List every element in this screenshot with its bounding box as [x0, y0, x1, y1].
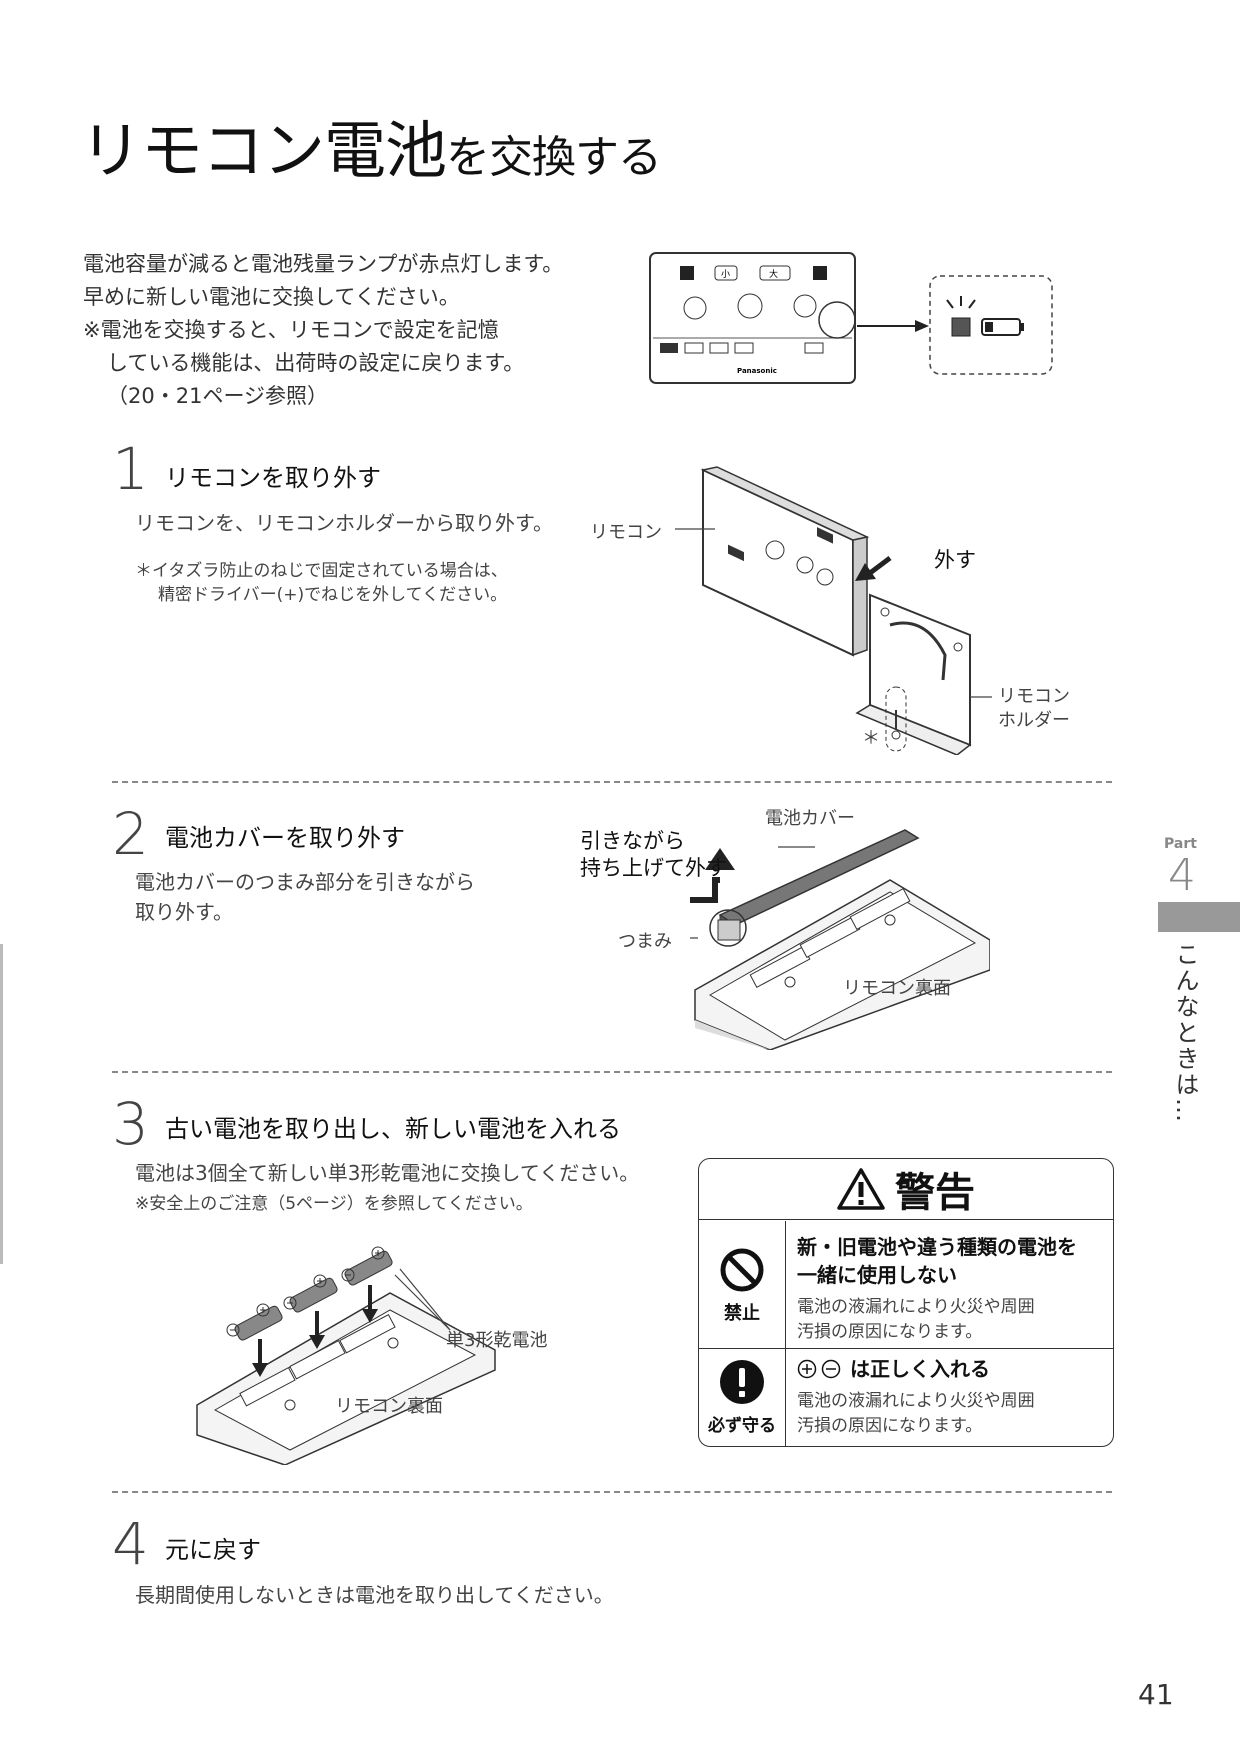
title-sub: を交換する	[446, 132, 662, 183]
warning-row-text-line: 汚損の原因になります。	[797, 1322, 983, 1342]
label-cover: 電池カバー	[765, 808, 855, 829]
label-holder: リモコン	[998, 686, 1070, 707]
warning-row-heading: 新・旧電池や違う種類の電池を	[797, 1235, 1077, 1259]
warning-header: 警告	[699, 1159, 1113, 1220]
warning-icon-cell: 禁止	[699, 1221, 786, 1348]
warning-row: 禁止 新・旧電池や違う種類の電池を 一緒に使用しない 電池の液漏れにより火災や周…	[699, 1221, 1113, 1349]
label-battery: 単3形乾電池	[446, 1330, 548, 1351]
prohibited-icon	[720, 1248, 764, 1292]
section-title: こんなときは…	[1171, 942, 1199, 1124]
step-heading: 古い電池を取り出し、新しい電池を入れる	[165, 1115, 621, 1143]
label-pull: 引きながら	[580, 829, 685, 853]
intro-line: （20・21ページ参照）	[107, 384, 329, 408]
warning-row-text-line: 電池の液漏れにより火災や周囲	[797, 1297, 1035, 1317]
part-number: 4	[1168, 850, 1196, 901]
label-knob: つまみ	[618, 931, 672, 952]
warning-row-text: は正しく入れる 電池の液漏れにより火災や周囲 汚損の原因になります。	[797, 1355, 1035, 1439]
step-body: 電池は3個全て新しい単3形乾電池に交換してください。	[135, 1161, 640, 1185]
label-remote: リモコン	[590, 522, 662, 543]
battery-cover-illustration	[690, 829, 990, 1050]
step-number: 4	[112, 1510, 149, 1578]
remote-panel-illustration: 小 大 Panasonic	[649, 252, 1053, 384]
warning-title: 警告	[895, 1170, 975, 1216]
page-number: 41	[1138, 1678, 1174, 1711]
warning-row: 必ず守る は正しく入れる 電池の液漏れにより火災や周囲 汚損の原因になります。	[699, 1349, 1113, 1446]
label-pull: 持ち上げて外す	[580, 856, 727, 880]
intro-line: ※電池を交換すると、リモコンで設定を記憶	[83, 318, 499, 342]
divider	[112, 1491, 1112, 1493]
label-remote-back: リモコン裏面	[335, 1396, 443, 1417]
step-body: 電池カバーのつまみ部分を引きながら	[135, 870, 475, 894]
mandatory-label: 必ず守る	[708, 1416, 776, 1436]
part-label: Part	[1164, 836, 1197, 852]
warning-box: 警告 禁止 新・旧電池や違う種類の電池を 一緒に使用しない 電池の液漏れにより火…	[698, 1158, 1114, 1447]
remote-large-label: 大	[769, 268, 778, 280]
warning-row-heading: は正しく入れる	[797, 1355, 1035, 1383]
part-tab-bar	[1158, 902, 1240, 932]
step-note: ※安全上のご注意（5ページ）を参照してください。	[135, 1194, 533, 1214]
label-remove: 外す	[934, 548, 976, 572]
intro-text: 電池容量が減ると電池残量ランプが赤点灯します。 早めに新しい電池に交換してくださ…	[83, 248, 563, 413]
warning-row-text-line: 汚損の原因になります。	[797, 1416, 983, 1436]
step-note: ＊イタズラ防止のねじで固定されている場合は、	[135, 561, 508, 581]
remote-removal-illustration	[675, 466, 992, 755]
label-remote-back: リモコン裏面	[843, 978, 951, 999]
intro-line: 早めに新しい電池に交換してください。	[83, 285, 460, 309]
step-heading: 元に戻す	[165, 1536, 261, 1564]
step-body: 長期間使用しないときは電池を取り出してください。	[135, 1583, 614, 1607]
step-number: 3	[112, 1090, 149, 1158]
warning-row-heading-text: は正しく入れる	[849, 1357, 990, 1381]
step-number: 2	[112, 800, 149, 868]
left-edge-bar	[0, 944, 3, 1264]
mandatory-icon	[720, 1360, 764, 1404]
warning-triangle-icon	[837, 1168, 885, 1210]
step-number: 1	[112, 435, 149, 503]
remote-small-label: 小	[721, 269, 730, 280]
remote-brand: Panasonic	[737, 367, 777, 375]
warning-row-text-line: 電池の液漏れにより火災や周囲	[797, 1391, 1035, 1411]
step-heading: リモコンを取り外す	[165, 464, 381, 492]
page-title: リモコン電池を交換する	[80, 100, 662, 190]
warning-row-text: 新・旧電池や違う種類の電池を 一緒に使用しない 電池の液漏れにより火災や周囲 汚…	[797, 1233, 1077, 1345]
divider	[112, 781, 1112, 783]
step-body: リモコンを、リモコンホルダーから取り外す。	[135, 511, 553, 535]
title-main: リモコン電池	[80, 114, 447, 187]
warning-row-heading: 一緒に使用しない	[797, 1263, 957, 1287]
intro-line: 電池容量が減ると電池残量ランプが赤点灯します。	[83, 252, 564, 276]
label-holder: ホルダー	[998, 710, 1070, 731]
battery-insert-illustration	[196, 1246, 496, 1465]
step-heading: 電池カバーを取り外す	[165, 824, 405, 852]
step-note: 精密ドライバー(+)でねじを外してください。	[158, 585, 508, 605]
intro-line: している機能は、出荷時の設定に戻ります。	[107, 351, 525, 375]
warning-icon-cell: 必ず守る	[699, 1349, 786, 1446]
label-asterisk: ＊	[862, 728, 880, 749]
polarity-icon	[797, 1359, 841, 1379]
prohibited-label: 禁止	[724, 1303, 760, 1324]
step-body: 取り外す。	[135, 900, 233, 924]
divider	[112, 1071, 1112, 1073]
